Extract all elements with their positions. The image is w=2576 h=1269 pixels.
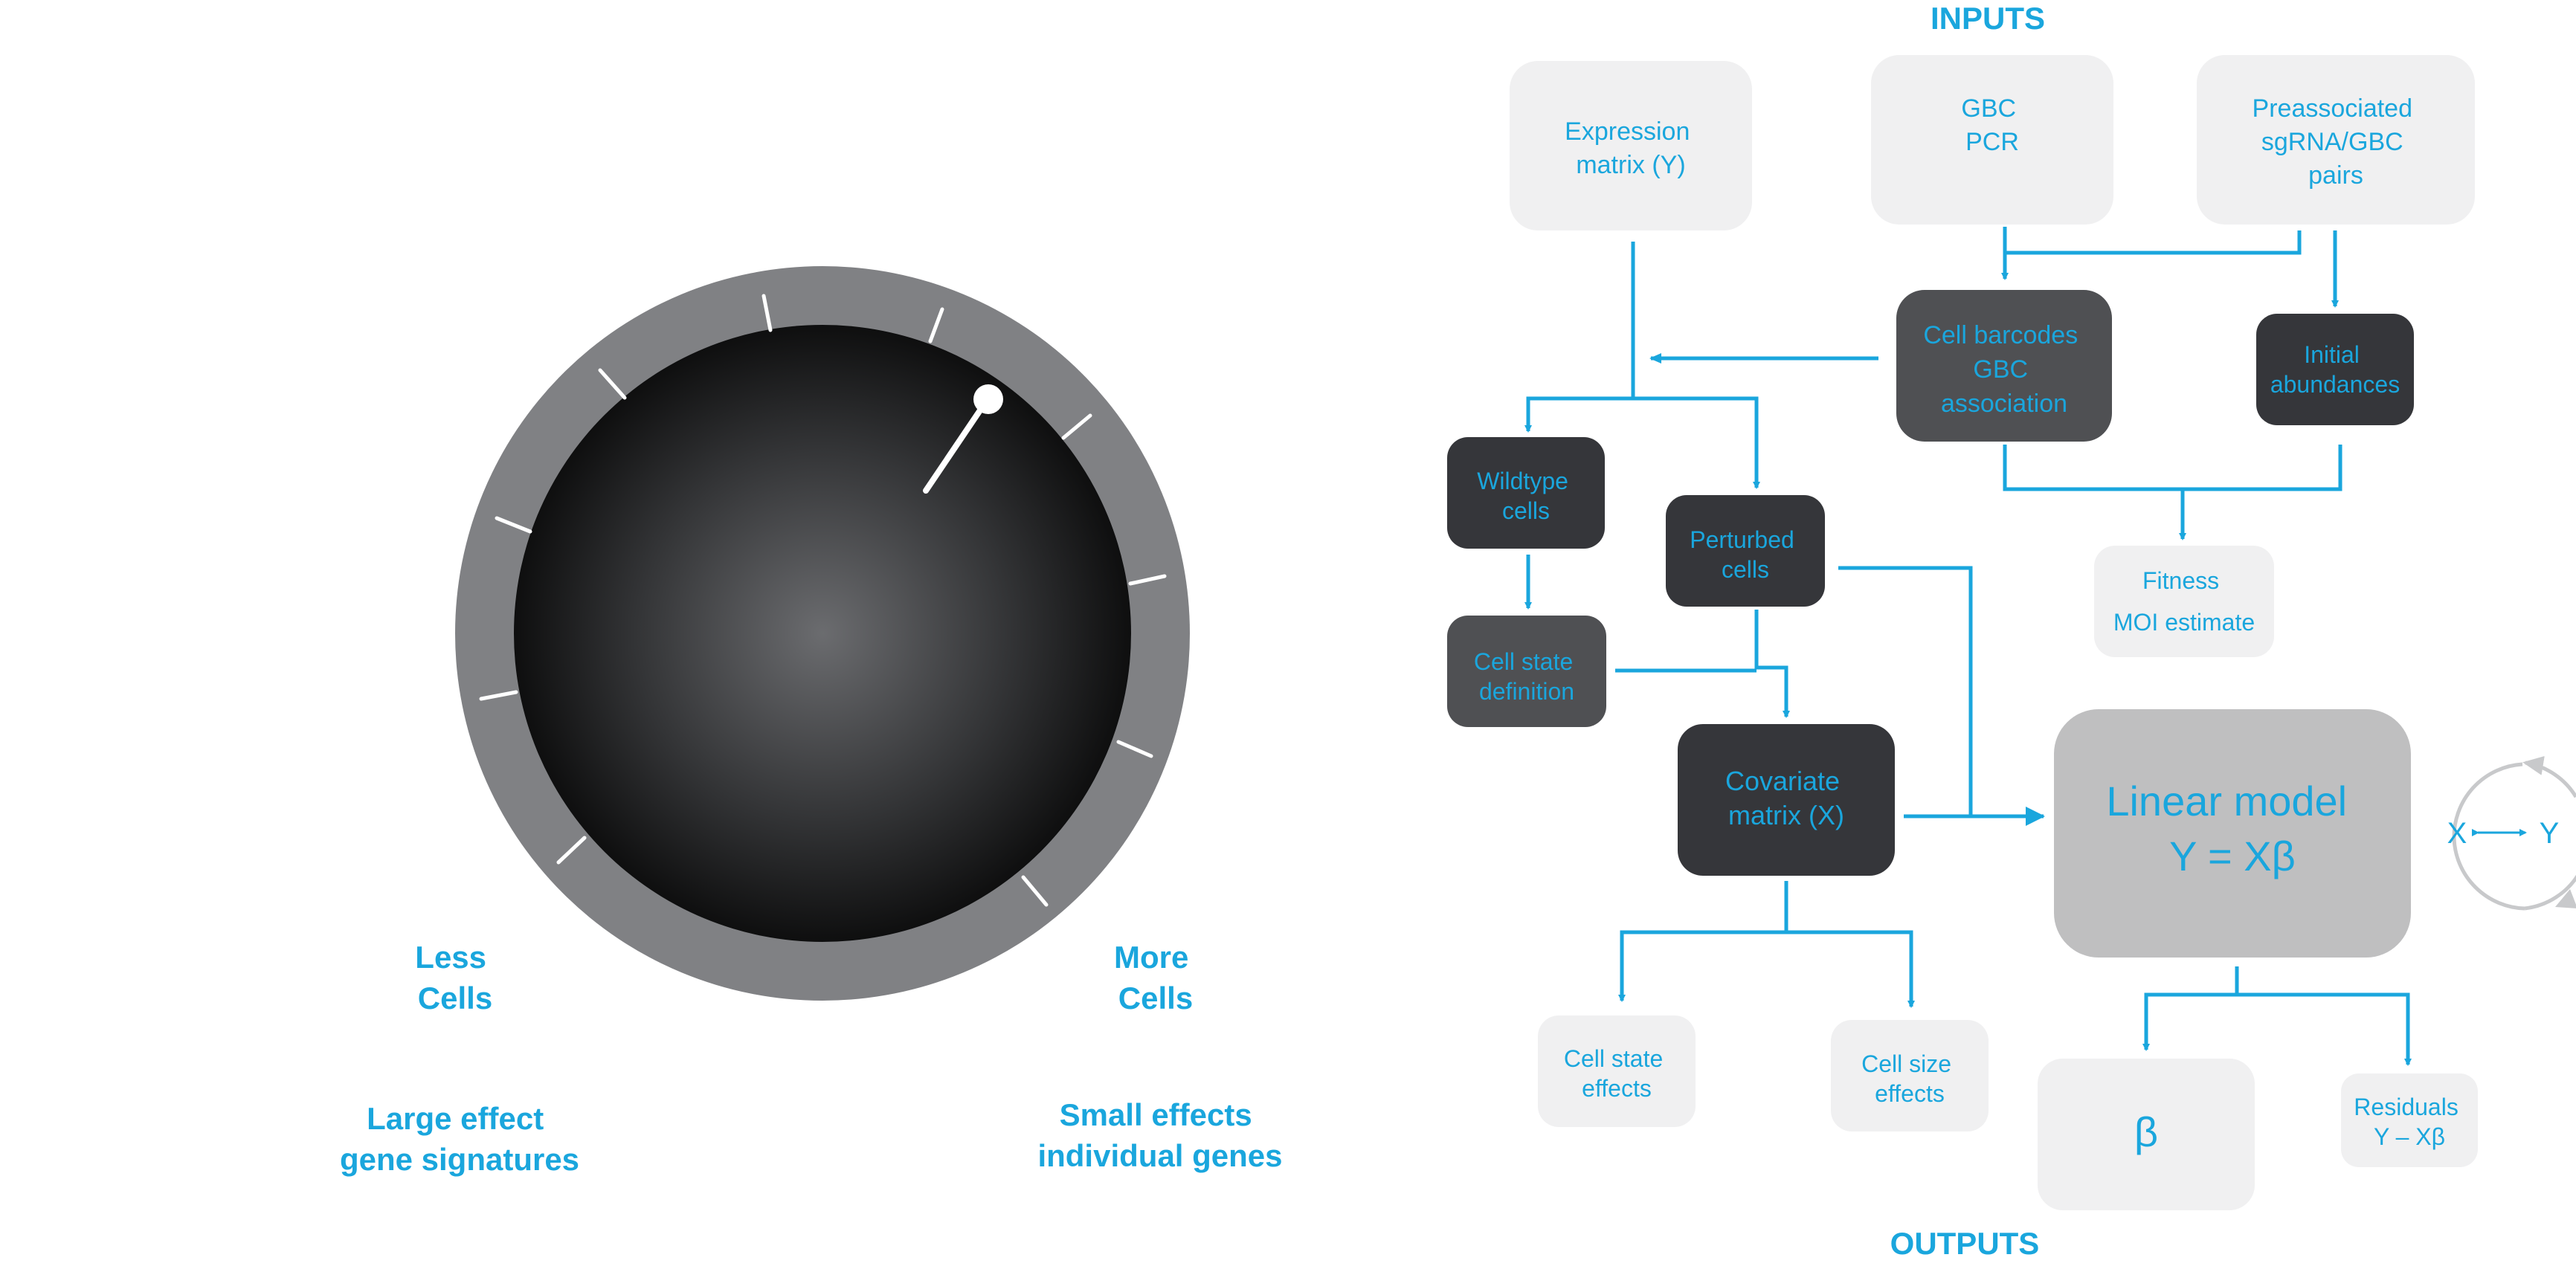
dial-tick (495, 516, 532, 534)
dial-tick (1128, 574, 1167, 586)
connector (2005, 230, 2302, 255)
svg-text:β: β (2134, 1108, 2158, 1155)
connector (2142, 992, 2237, 1051)
svg-text:Perturbed cells: Perturbed cells (1690, 526, 1800, 583)
connector (1633, 396, 1760, 489)
initial-abundances-box: Initial abundances (2256, 314, 2414, 425)
dial-ticks (479, 294, 1167, 907)
dial-tick (479, 690, 518, 701)
dial-pointer[interactable] (923, 384, 1003, 494)
x-y-iteration-cycle: X Y (2447, 756, 2576, 911)
gbc-pcr-box: GBC PCR (1871, 55, 2113, 225)
linear-model-box: Linear model Y = Xβ (2054, 709, 2411, 958)
cell-state-effects-box: Cell state effects (1538, 1015, 1696, 1127)
more-cells-label: More Cells (1114, 940, 1197, 1015)
dial-labels: Less Cells More Cells Large effect gene … (340, 940, 1283, 1177)
connector (1618, 930, 1786, 1002)
cycle-y-label: Y (2540, 817, 2560, 850)
connector (1754, 610, 1790, 718)
connector (1786, 930, 1915, 1008)
wildtype-cells-box: Wildtype cells (1447, 437, 1605, 549)
cell-state-definition-box: Cell state definition (1447, 616, 1606, 727)
svg-text:Initial abundances: Initial abundances (2270, 341, 2400, 398)
connector (1524, 396, 1633, 433)
dial-tick (1116, 740, 1153, 758)
fitness-box: Fitness MOI estimate (2094, 546, 2274, 657)
connectors (1524, 227, 2412, 1066)
dial-tick (761, 294, 773, 332)
svg-text:GBC PCR: GBC PCR (1961, 94, 2023, 156)
svg-text:Residuals Y – Xβ: Residuals Y – Xβ (2354, 1094, 2464, 1150)
dial-tick (556, 836, 587, 865)
cell-barcodes-box: Cell barcodes GBC association (1896, 290, 2112, 442)
svg-text:Cell state definition: Cell state definition (1474, 648, 1580, 705)
large-effect-caption: Large effect gene signatures (340, 1101, 579, 1177)
preassociated-pairs-box: Preassociated sgRNA/GBC pairs (2197, 55, 2475, 225)
small-effects-caption: Small effects individual genes (1037, 1097, 1282, 1173)
dial-tick (1021, 875, 1049, 907)
svg-text:Cell size effects: Cell size effects (1861, 1050, 1958, 1107)
dial-tick (1061, 413, 1092, 440)
perturbed-cells-box: Perturbed cells (1666, 495, 1825, 607)
dial-tick (928, 307, 944, 343)
connector (2003, 445, 2342, 491)
beta-box: β (2038, 1059, 2255, 1210)
less-cells-label: Less Cells (415, 940, 495, 1015)
svg-text:Fitness MOI estimate: Fitness MOI estimate (2113, 567, 2255, 636)
connector (2237, 992, 2412, 1066)
covariate-matrix-box: Covariate matrix (X) (1678, 724, 1895, 876)
svg-text:Cell barcodes GBC: Cell barcodes GBC association (1923, 321, 2084, 418)
svg-text:Linear model Y = Xβ: Linear model Y = Xβ (2106, 778, 2358, 879)
cycle-x-label: X (2447, 817, 2467, 850)
svg-text:Expression matrix (Y): Expression matrix (Y) (1565, 117, 1697, 179)
svg-text:Wildtype cells: Wildtype cells (1477, 468, 1575, 524)
dial-knob (514, 325, 1131, 942)
dial-tick (598, 368, 627, 400)
expression-matrix-box: Expression matrix (Y) (1510, 61, 1752, 230)
cell-size-effects-box: Cell size effects (1831, 1020, 1989, 1131)
connector (1838, 566, 2045, 826)
residuals-box: Residuals Y – Xβ (2341, 1073, 2478, 1167)
outputs-heading: OUTPUTS (1890, 1226, 2040, 1261)
inputs-heading: INPUTS (1931, 1, 2045, 36)
svg-text:Covariate matrix (X): Covariate matrix (X) (1725, 766, 1847, 830)
cell-count-dial (455, 266, 1190, 1001)
svg-text:Preassociated sgRNA/GBC: Preassociated sgRNA/GBC pairs (2253, 94, 2420, 190)
svg-text:Cell state effects: Cell state effects (1564, 1045, 1669, 1102)
